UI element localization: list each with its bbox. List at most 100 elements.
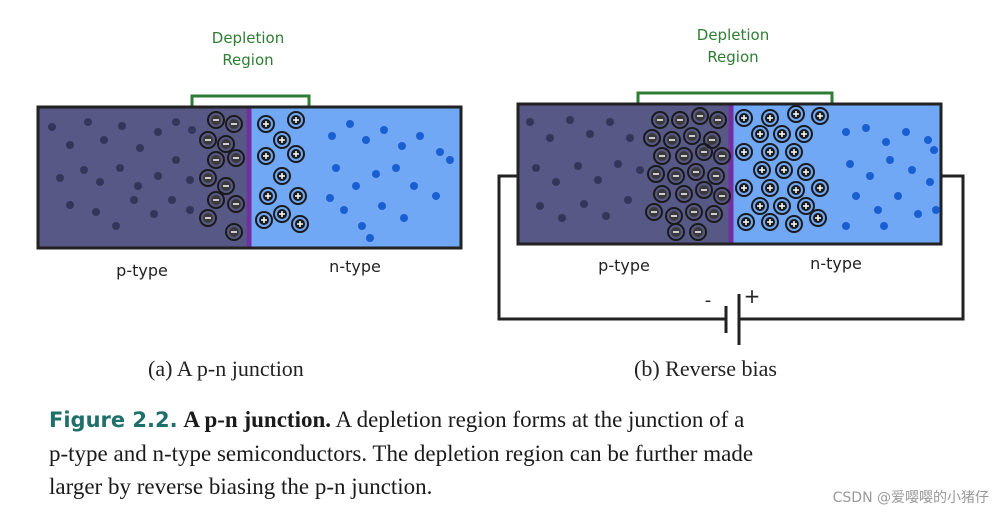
electron-dot: [902, 128, 910, 136]
panel-b-p-type-label: p-type: [598, 256, 650, 275]
negative-ion-icon: [685, 203, 703, 221]
electron-dot: [416, 132, 424, 140]
positive-ion-icon: [797, 163, 815, 181]
positive-ion-icon: [257, 147, 275, 165]
electron-dot: [846, 160, 854, 168]
electron-dot: [446, 156, 454, 164]
electron-dot: [340, 206, 348, 214]
hole-dot: [100, 136, 108, 144]
panel-b-n-type-label: n-type: [810, 254, 862, 273]
positive-ion-icon: [787, 181, 805, 199]
positive-ion-icon: [735, 143, 753, 161]
hole-dot: [186, 206, 194, 214]
hole-dot: [626, 134, 634, 142]
negative-ion-icon: [645, 203, 663, 221]
panel-b-battery-plus-sign: +: [744, 284, 761, 308]
panel-b-depletion-label-line2: Region: [707, 48, 758, 66]
hole-dot: [118, 122, 126, 130]
hole-dot: [172, 118, 180, 126]
positive-ion-icon: [289, 187, 307, 205]
negative-ion-icon: [199, 169, 217, 187]
hole-dot: [558, 214, 566, 222]
hole-dot: [566, 116, 574, 124]
hole-dot: [586, 130, 594, 138]
electron-dot: [852, 192, 860, 200]
hole-dot: [84, 118, 92, 126]
hole-dot: [80, 166, 88, 174]
figure-caption-text-3: larger by reverse biasing the p-n juncti…: [49, 474, 433, 499]
hole-dot: [66, 141, 74, 149]
electron-dot: [358, 222, 366, 230]
electron-dot: [380, 126, 388, 134]
negative-ion-icon: [217, 135, 235, 153]
hole-dot: [574, 162, 582, 170]
negative-ion-icon: [695, 181, 713, 199]
panel-a-depletion-bracket: [190, 94, 311, 106]
positive-ion-icon: [751, 125, 769, 143]
negative-ion-icon: [691, 107, 709, 125]
negative-ion-icon: [709, 111, 727, 129]
electron-dot: [882, 138, 890, 146]
hole-dot: [172, 156, 180, 164]
electron-dot: [914, 210, 922, 218]
panel-a-caption: (a) A p-n junction: [148, 356, 304, 381]
negative-ion-icon: [207, 111, 225, 129]
negative-ion-icon: [653, 147, 671, 165]
panel-b-battery-minus-sign: -: [705, 290, 712, 311]
electron-dot: [880, 222, 888, 230]
positive-ion-icon: [775, 161, 793, 179]
hole-dot: [186, 176, 194, 184]
hole-dot: [526, 118, 534, 126]
hole-dot: [580, 200, 588, 208]
figure-caption: Figure 2.2. A p-n junction. A depletion …: [49, 403, 949, 503]
hole-dot: [594, 176, 602, 184]
panel-b-circuit-wire: [497, 174, 965, 321]
positive-ion-icon: [273, 205, 291, 223]
negative-ion-icon: [705, 205, 723, 223]
electron-dot: [932, 206, 940, 214]
positive-ion-icon: [287, 145, 305, 163]
hole-dot: [154, 172, 162, 180]
hole-dot: [624, 196, 632, 204]
panel-a-depletion-label-line2: Region: [222, 51, 273, 69]
panel-b-depletion-bracket: [636, 91, 834, 103]
electron-dot: [378, 202, 386, 210]
hole-dot: [96, 178, 104, 186]
positive-ion-icon: [761, 143, 779, 161]
negative-ion-icon: [667, 223, 685, 241]
electron-dot: [332, 164, 340, 172]
electron-dot: [930, 146, 938, 154]
hole-dot: [546, 134, 554, 142]
hole-dot: [188, 126, 196, 134]
panel-b-reverse-bias: Depletion Region - + p-type n-type: [497, 26, 965, 345]
panel-b-particles: [526, 105, 940, 241]
negative-ion-icon: [663, 131, 681, 149]
negative-ion-icon: [207, 191, 225, 209]
positive-ion-icon: [797, 197, 815, 215]
watermark: CSDN @爱嘤嘤的小猪仔: [832, 490, 989, 506]
negative-ion-icon: [671, 111, 689, 129]
positive-ion-icon: [761, 213, 779, 231]
panel-a-depletion-label-line1: Depletion: [212, 29, 284, 47]
panel-a-semiconductor-outline: [36, 105, 463, 250]
electron-dot: [326, 194, 334, 202]
hole-dot: [150, 210, 158, 218]
figure-title: A p-n junction.: [183, 407, 331, 432]
positive-ion-icon: [785, 143, 803, 161]
positive-ion-icon: [795, 125, 813, 143]
electron-dot: [926, 178, 934, 186]
electron-dot: [398, 142, 406, 150]
positive-ion-icon: [811, 179, 829, 197]
positive-ion-icon: [291, 215, 309, 233]
electron-dot: [924, 136, 932, 144]
hole-dot: [66, 201, 74, 209]
hole-dot: [134, 182, 142, 190]
positive-ion-icon: [287, 111, 305, 129]
positive-ion-icon: [773, 125, 791, 143]
hole-dot: [136, 144, 144, 152]
figure-diagrams: Depletion Region p-type n-type Depletion…: [36, 26, 965, 345]
negative-ion-icon: [675, 147, 693, 165]
hole-dot: [536, 202, 544, 210]
panel-b-depletion-label-line1: Depletion: [697, 26, 769, 44]
hole-dot: [130, 196, 138, 204]
